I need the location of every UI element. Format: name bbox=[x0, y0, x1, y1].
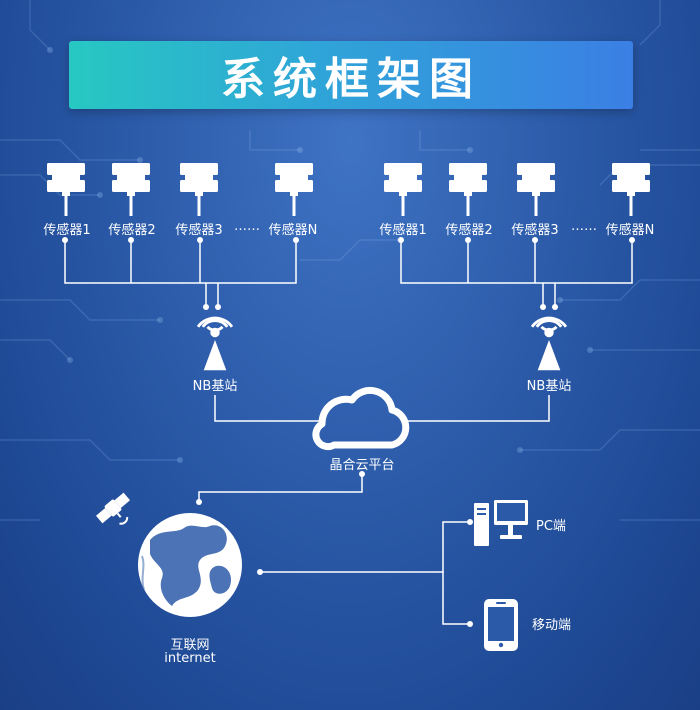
ellipsis-label: …… bbox=[571, 219, 597, 234]
globe-icon bbox=[138, 513, 242, 617]
base-station-label: NB基站 bbox=[192, 379, 238, 394]
internet-label-cn: 互联网 bbox=[170, 638, 210, 653]
base-station-icon bbox=[530, 316, 568, 372]
cloud-platform-label: 晶合云平台 bbox=[329, 458, 395, 473]
sensor-icon bbox=[180, 163, 218, 216]
mobile-phone-icon bbox=[484, 599, 518, 651]
connection-lines bbox=[64, 240, 633, 625]
sensor-icon bbox=[112, 163, 150, 216]
sensor-label: 传感器3 bbox=[175, 223, 223, 238]
title-banner: 系统框架图 bbox=[69, 41, 633, 109]
sensor-icon bbox=[517, 163, 555, 216]
sensor-label: 传感器1 bbox=[379, 223, 427, 238]
satellite-icon bbox=[95, 492, 131, 525]
base-station-icon bbox=[196, 316, 234, 372]
mobile-client-label: 移动端 bbox=[532, 618, 572, 633]
sensor-label: 传感器N bbox=[605, 223, 655, 238]
sensor-icon bbox=[275, 163, 313, 216]
pc-client-label: PC端 bbox=[536, 519, 566, 534]
sensor-label: 传感器3 bbox=[511, 223, 559, 238]
desktop-pc-icon bbox=[474, 500, 528, 546]
sensor-icon bbox=[47, 163, 85, 216]
page-title: 系统框架图 bbox=[221, 54, 481, 105]
sensor-label: 传感器N bbox=[268, 223, 318, 238]
sensor-label: 传感器1 bbox=[43, 223, 91, 238]
sensor-icon bbox=[612, 163, 650, 216]
cloud-icon bbox=[312, 387, 410, 451]
ellipsis-label: …… bbox=[234, 219, 260, 234]
connection-dots bbox=[62, 237, 635, 627]
sensor-icon bbox=[449, 163, 487, 216]
sensor-label: 传感器2 bbox=[445, 223, 493, 238]
sensor-icon bbox=[384, 163, 422, 216]
sensor-label: 传感器2 bbox=[108, 223, 156, 238]
base-station-label: NB基站 bbox=[526, 379, 572, 394]
internet-label-en: internet bbox=[164, 651, 216, 666]
